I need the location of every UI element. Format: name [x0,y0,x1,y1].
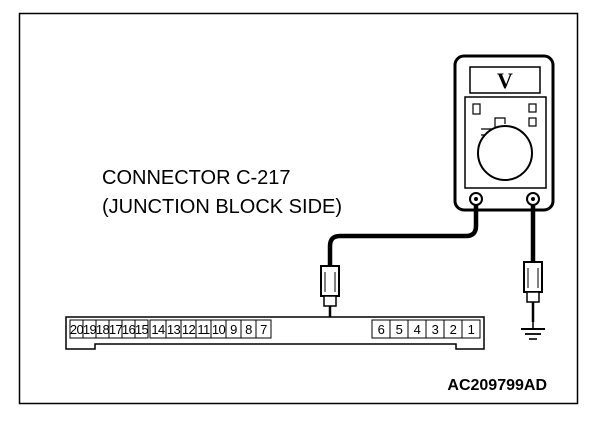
meter-indicator-right-top [528,103,537,113]
pin-number: 3 [432,322,439,337]
pin-number: 14 [151,322,165,337]
meter-terminal-v-core [531,197,535,201]
probe-lead-connector [327,205,479,266]
figure-frame [18,12,579,405]
pin-cell [255,319,272,339]
figure-code: AC209799AD [447,377,547,394]
pin-cell [461,319,481,339]
connector-name: CONNECTOR C-217 [102,167,291,189]
voltmeter: V [453,54,555,212]
pin-number: 16 [122,322,136,337]
pin-number: 13 [167,322,181,337]
pin-number: 1 [468,322,475,337]
pin-number: 17 [109,322,123,337]
meter-display-symbol: V [497,68,513,93]
pin-number: 5 [396,322,403,337]
pin-number: 6 [378,322,385,337]
pin-number: 9 [230,322,237,337]
meter-indicator-left [472,103,481,115]
pin-number: 2 [450,322,457,337]
meter-display [469,66,541,94]
pin-number: 10 [212,322,226,337]
ground-symbol-icon [521,322,545,340]
meter-rotary-dial [477,125,533,181]
pin-number: 8 [245,322,252,337]
pin-number: 15 [135,322,149,337]
pin-cell [134,319,149,339]
pin-number: 11 [197,322,210,337]
probe-ground [523,261,543,322]
pin-number: 19 [83,322,97,337]
pin-number: 20 [70,322,84,337]
meter-terminal-com-core [474,197,478,201]
pin-number: 4 [414,322,421,337]
pin-number: 12 [182,322,196,337]
connector-side-label: (JUNCTION BLOCK SIDE) [102,196,342,218]
pin-number: 7 [260,322,267,337]
pin-number: 18 [96,322,110,337]
meter-indicator-right-bottom [528,117,537,127]
probe-connector [320,265,340,328]
